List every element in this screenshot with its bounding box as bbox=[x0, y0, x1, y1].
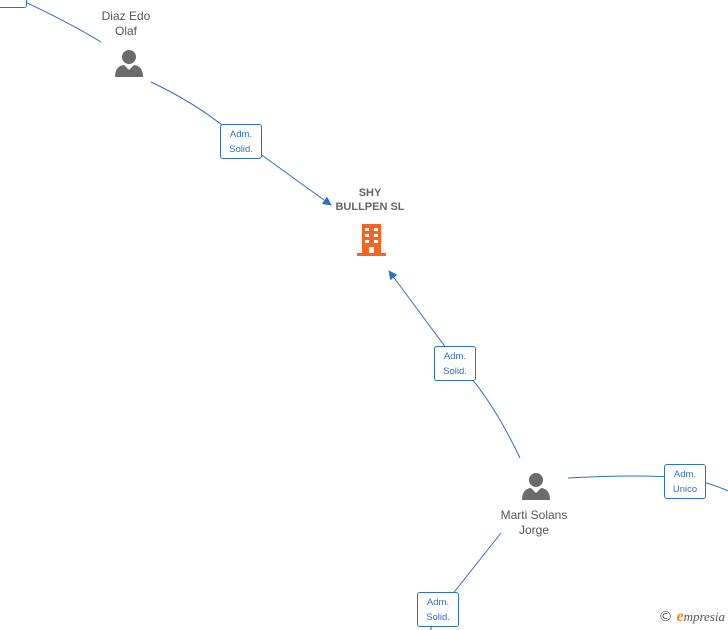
edge-label-line1: Adm. bbox=[426, 597, 450, 608]
person-icon[interactable] bbox=[521, 472, 551, 501]
company-name-line2: BULLPEN SL bbox=[335, 201, 405, 213]
edge-label-line2: Solid. bbox=[229, 144, 253, 155]
brand-logo: empresia bbox=[676, 608, 725, 626]
building-icon[interactable] bbox=[355, 222, 388, 257]
edge-label-marti-bottom[interactable]: Adm. Solid. bbox=[417, 592, 459, 627]
edge-label-marti-right[interactable]: Adm. Unico bbox=[664, 464, 706, 499]
person-name-marti-line1: Marti Solans bbox=[500, 508, 568, 522]
person-name-diaz-line2: Olaf bbox=[114, 24, 137, 38]
edge-label-line2: Unico bbox=[672, 484, 698, 495]
person-name-marti-line2: Jorge bbox=[518, 523, 550, 537]
person-name-marti[interactable]: Marti Solans Jorge bbox=[484, 508, 584, 538]
edge-label-line1: Adm. bbox=[443, 351, 467, 362]
company-name-line1: SHY bbox=[358, 187, 382, 199]
edge-label-line2: Solid. bbox=[443, 366, 467, 377]
brand-initial: e bbox=[676, 608, 684, 625]
company-name[interactable]: SHY BULLPEN SL bbox=[321, 186, 419, 214]
person-icon[interactable] bbox=[114, 49, 144, 78]
brand-name: mpresia bbox=[683, 609, 725, 624]
edge-label-line2: Solid. bbox=[426, 612, 450, 623]
person-name-diaz-line1: Diaz Edo bbox=[101, 9, 151, 23]
empresia-watermark: © empresia bbox=[658, 608, 725, 626]
edge-label-diaz-company[interactable]: Adm. Solid. bbox=[220, 124, 262, 159]
person-name-diaz[interactable]: Diaz Edo Olaf bbox=[76, 9, 176, 39]
edge-label-line1: Adm. bbox=[673, 469, 697, 480]
edge-label-top-left-partial[interactable] bbox=[0, 0, 27, 8]
edge-label-line1: Adm. bbox=[229, 129, 253, 140]
edge-label-marti-company[interactable]: Adm. Solid. bbox=[434, 346, 476, 381]
copyright-symbol: © bbox=[658, 609, 673, 625]
